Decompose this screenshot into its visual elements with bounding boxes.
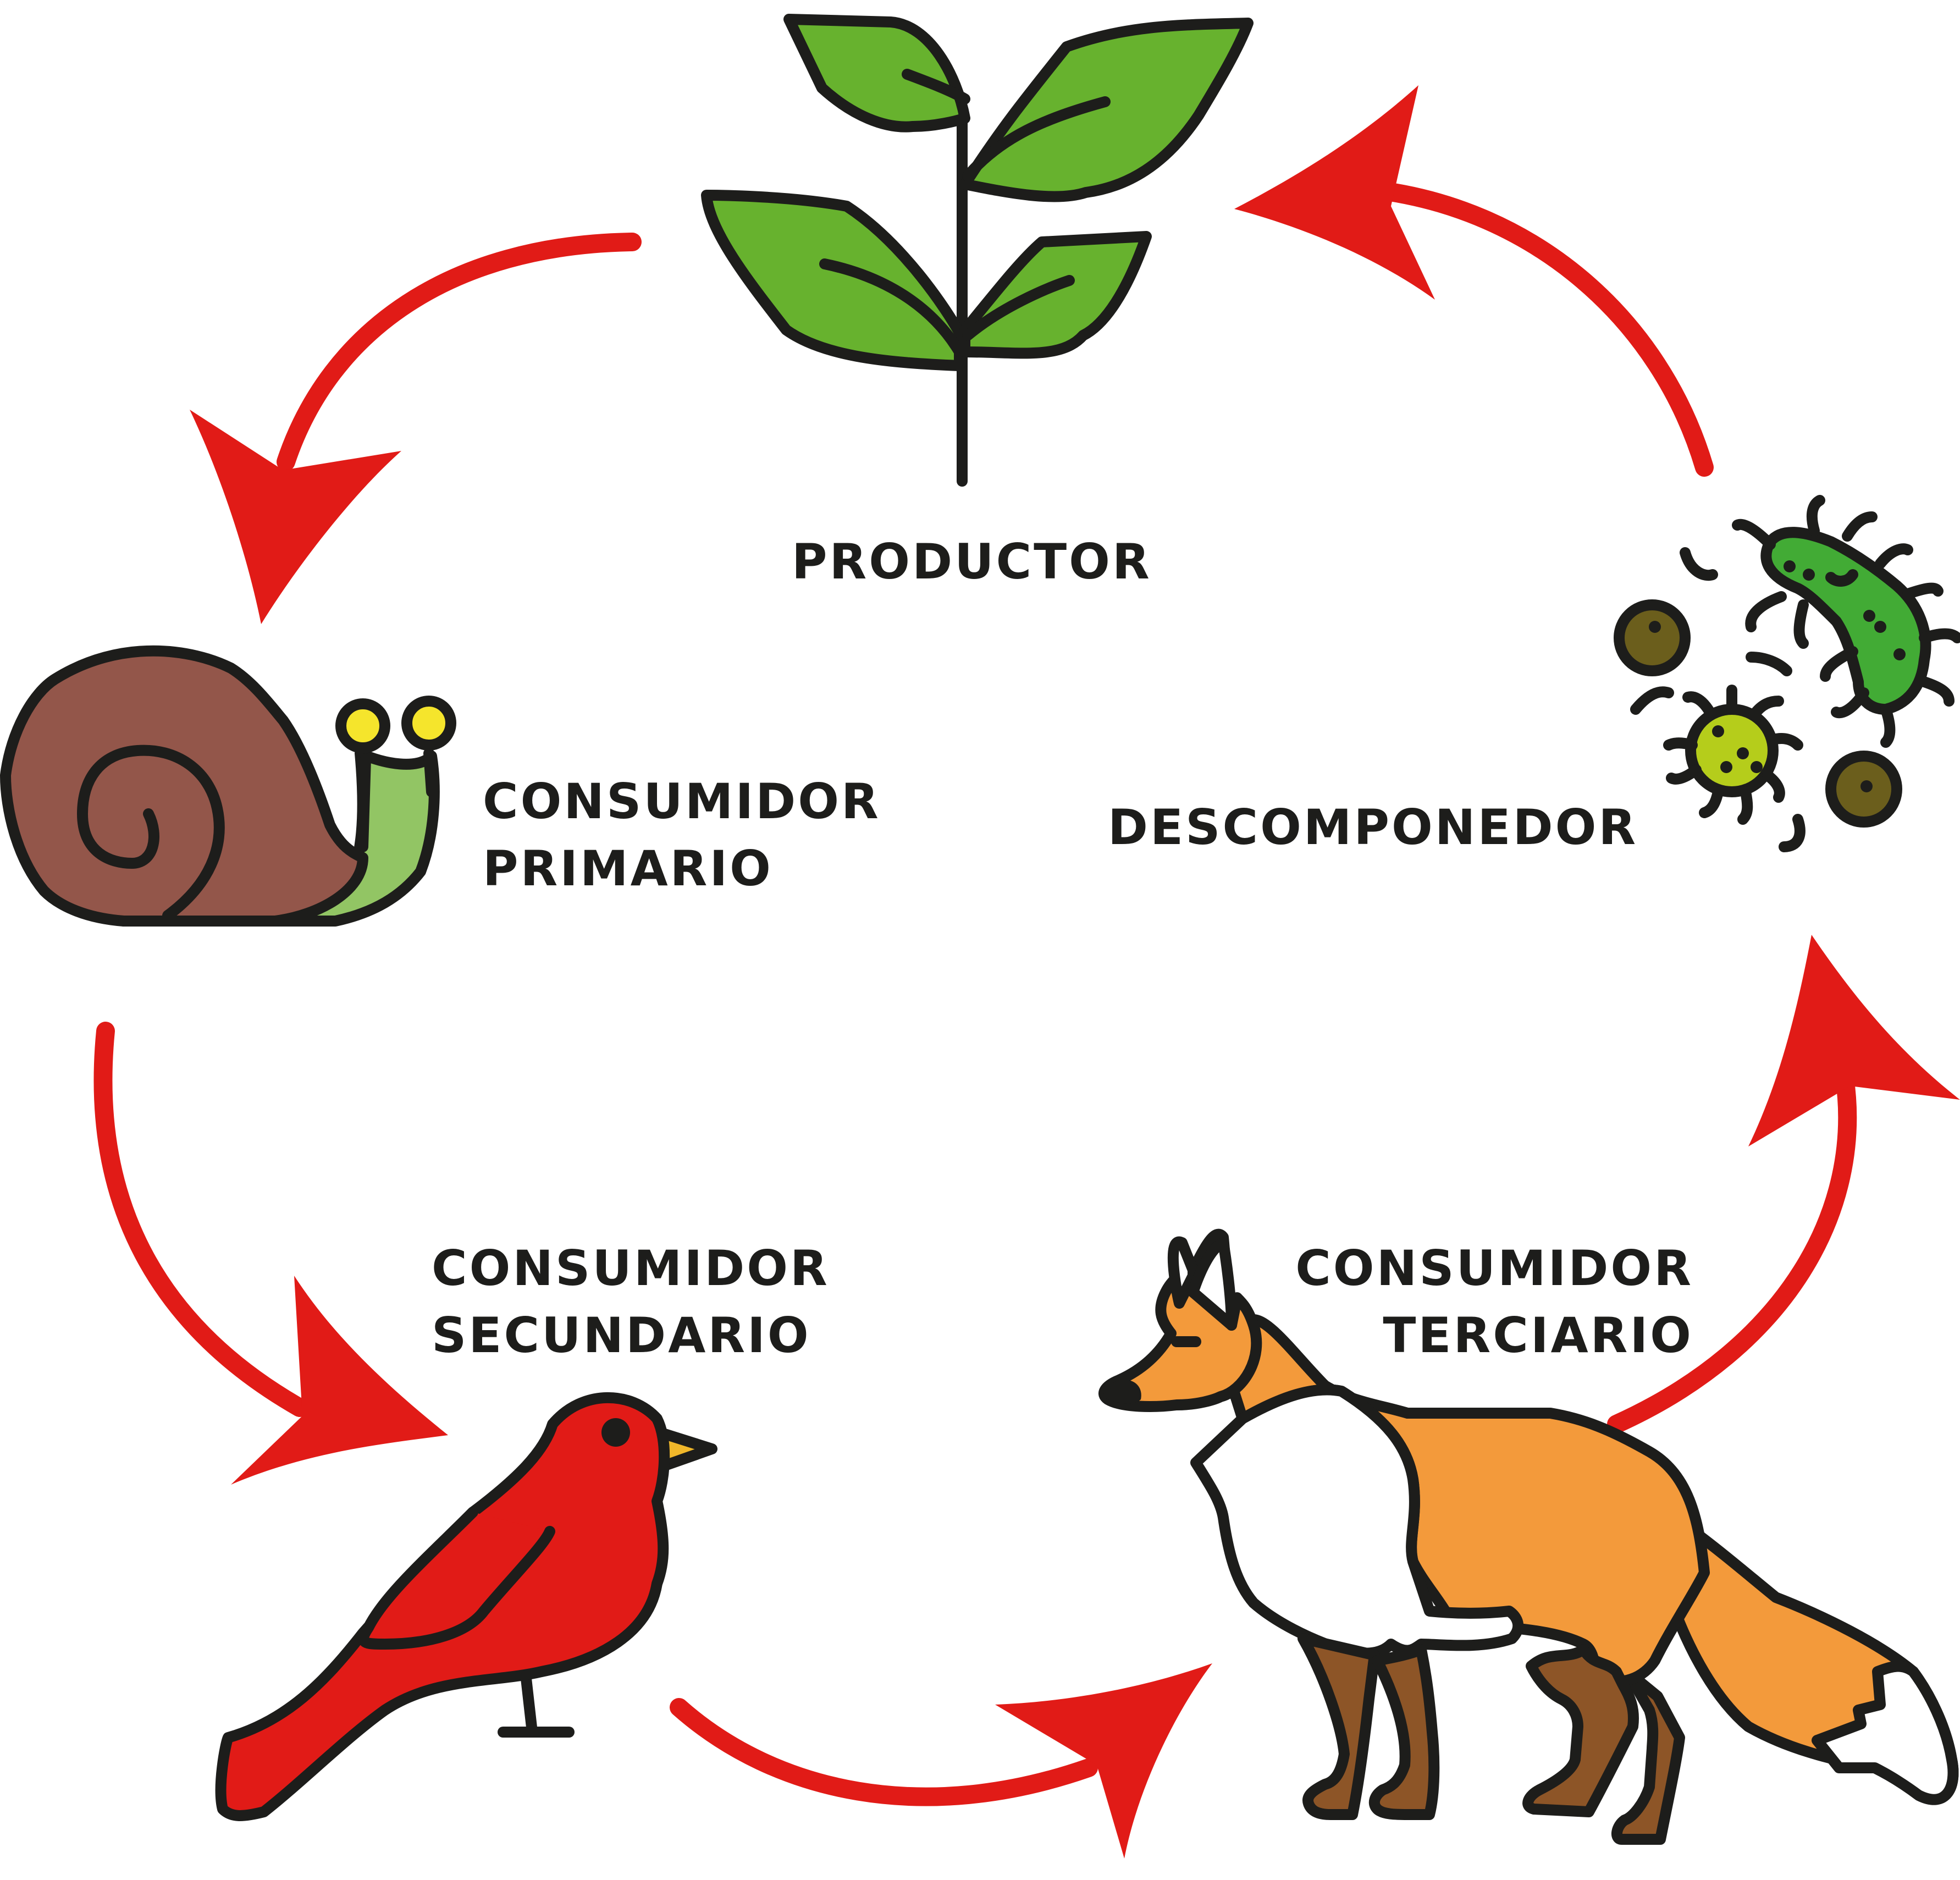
decomposer-label: DESCOMPONEDOR — [1108, 799, 1638, 856]
label-producer: PRODUCTOR — [792, 533, 1152, 590]
arrow-primary-to-secondary — [93, 1022, 448, 1485]
label-decomposer: DESCOMPONEDOR — [1108, 799, 1638, 856]
bacteria-icon — [1614, 495, 1960, 852]
arrow-secondary-to-tertiary — [670, 1663, 1212, 1859]
arrow-producer-to-primary — [190, 233, 642, 624]
label-primary: CONSUMIDOR PRIMARIO — [483, 773, 881, 897]
fox-icon — [1098, 1228, 1959, 1845]
bird-icon — [215, 1392, 717, 1821]
label-tertiary: CONSUMIDOR TERCIARIO — [1295, 1240, 1693, 1364]
arrow-tertiary-to-decomposer — [1607, 935, 1960, 1434]
secondary-label-line1: CONSUMIDOR — [432, 1240, 830, 1297]
plant-icon — [701, 14, 1254, 487]
producer-label: PRODUCTOR — [792, 533, 1152, 590]
snail-icon — [0, 645, 456, 927]
primary-label-line1: CONSUMIDOR — [483, 773, 881, 830]
primary-label-line2: PRIMARIO — [483, 840, 773, 897]
secondary-label-line2: SECUNDARIO — [432, 1307, 811, 1364]
label-secondary: CONSUMIDOR SECUNDARIO — [432, 1240, 830, 1364]
arrow-decomposer-to-producer — [1234, 85, 1714, 477]
tertiary-label-line2: TERCIARIO — [1383, 1307, 1693, 1364]
tertiary-label-line1: CONSUMIDOR — [1295, 1240, 1693, 1297]
